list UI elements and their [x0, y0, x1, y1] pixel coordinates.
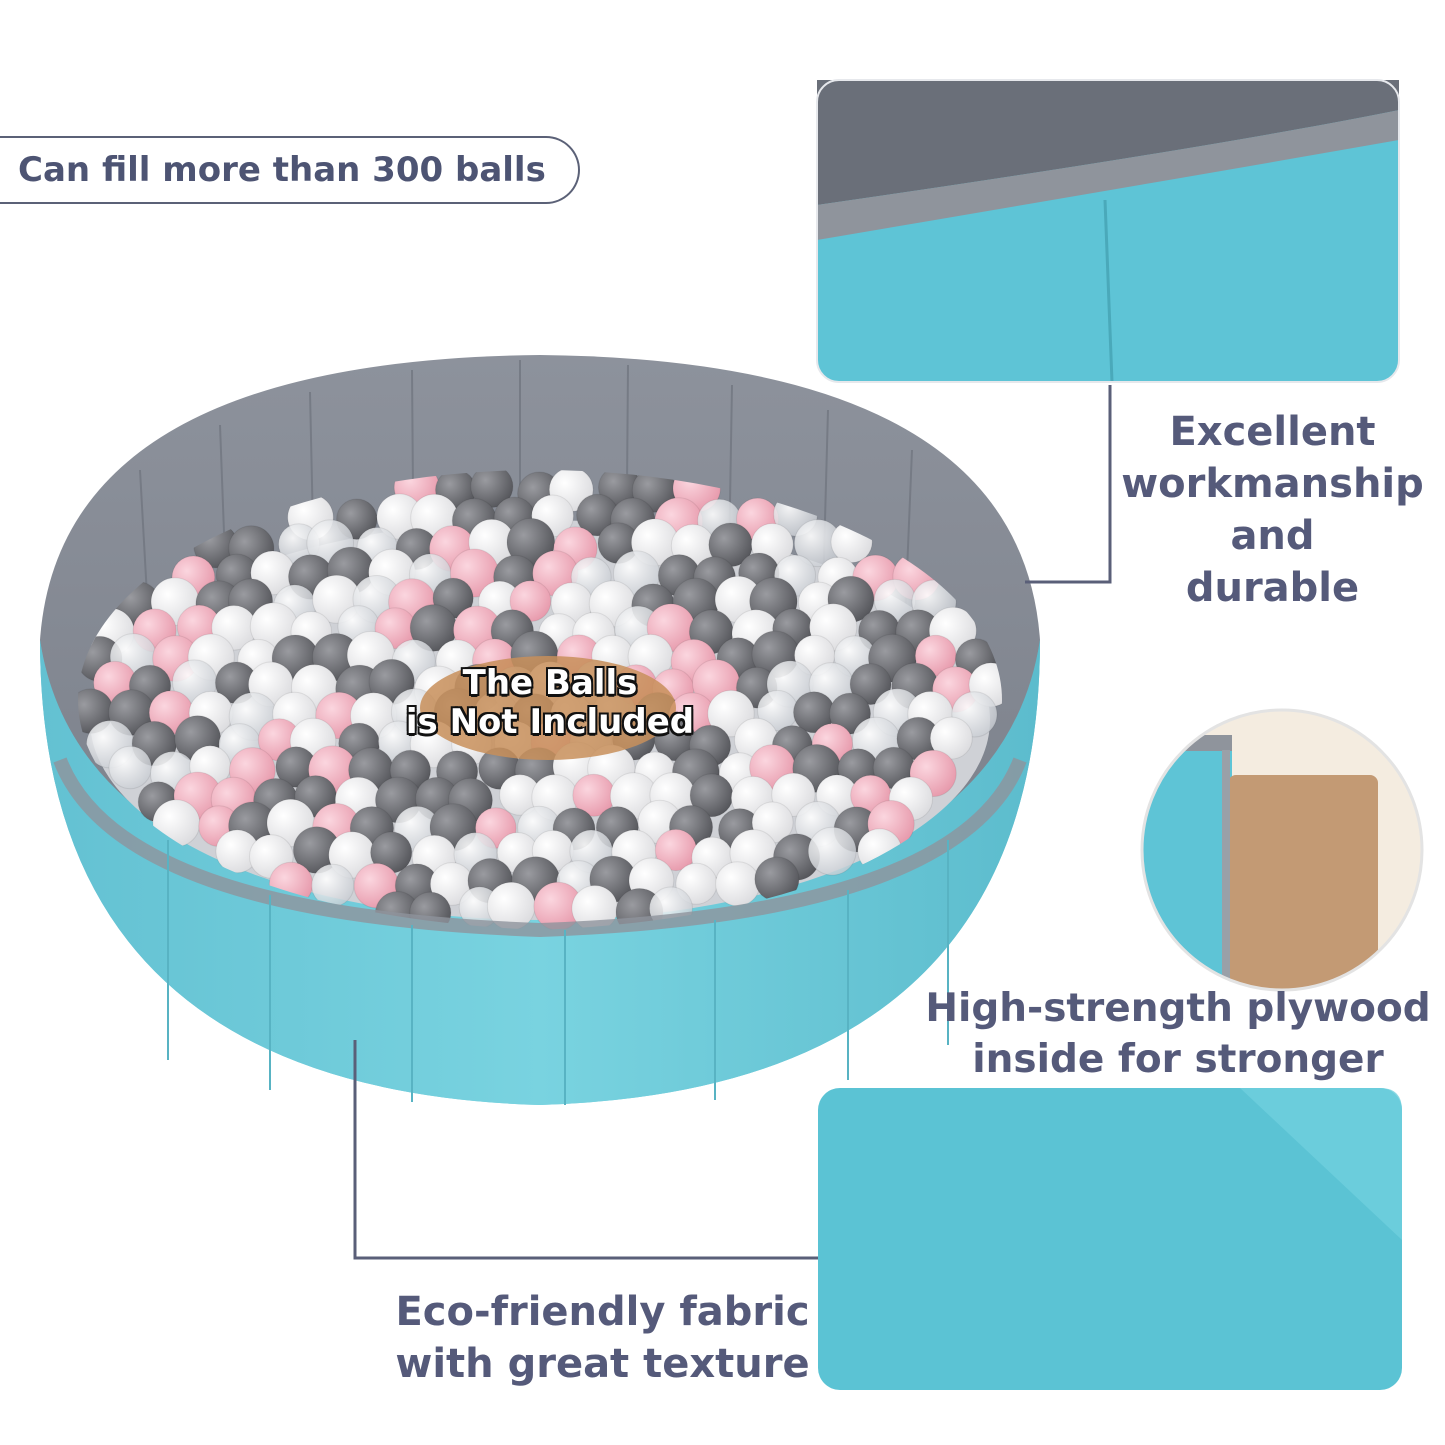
plywood-detail-image — [1140, 708, 1424, 992]
ball — [715, 861, 761, 907]
ball — [849, 663, 892, 706]
workmanship-callout: Excellent workmanship and durable — [1110, 406, 1435, 614]
callout-lines — [353, 385, 1112, 1260]
ball — [807, 826, 857, 876]
fabric-line — [353, 1040, 820, 1260]
capacity-callout: Can fill more than 300 balls — [0, 136, 580, 204]
not-included-line-2: is Not Included — [405, 702, 695, 743]
fabric-line-1: Eco-friendly fabric — [395, 1289, 810, 1335]
not-included-text: The Balls is Not Included — [380, 663, 720, 743]
pool-front-rim — [40, 640, 1040, 1105]
workmanship-line-2: workmanship — [1121, 461, 1424, 507]
workmanship-line — [1025, 385, 1112, 584]
ball — [929, 716, 973, 760]
plywood-callout: High-strength plywood inside for stronge… — [918, 984, 1438, 1085]
fabric-detail-image — [818, 1088, 1402, 1390]
workmanship-line-4: durable — [1185, 565, 1360, 611]
fabric-callout: Eco-friendly fabric with great texture — [385, 1286, 820, 1390]
workmanship-line-3: and — [1230, 513, 1315, 559]
plywood-line-2: inside for stronger — [972, 1036, 1384, 1082]
plywood-line-1: High-strength plywood — [925, 986, 1431, 1031]
not-included-line-1: The Balls — [462, 663, 638, 703]
capacity-text: Can fill more than 300 balls — [18, 150, 546, 190]
workmanship-detail-image — [816, 79, 1400, 383]
ball — [108, 745, 152, 790]
fabric-line-2: with great texture — [395, 1341, 810, 1387]
not-included-badge — [420, 656, 676, 760]
workmanship-line-1: Excellent — [1169, 409, 1376, 455]
